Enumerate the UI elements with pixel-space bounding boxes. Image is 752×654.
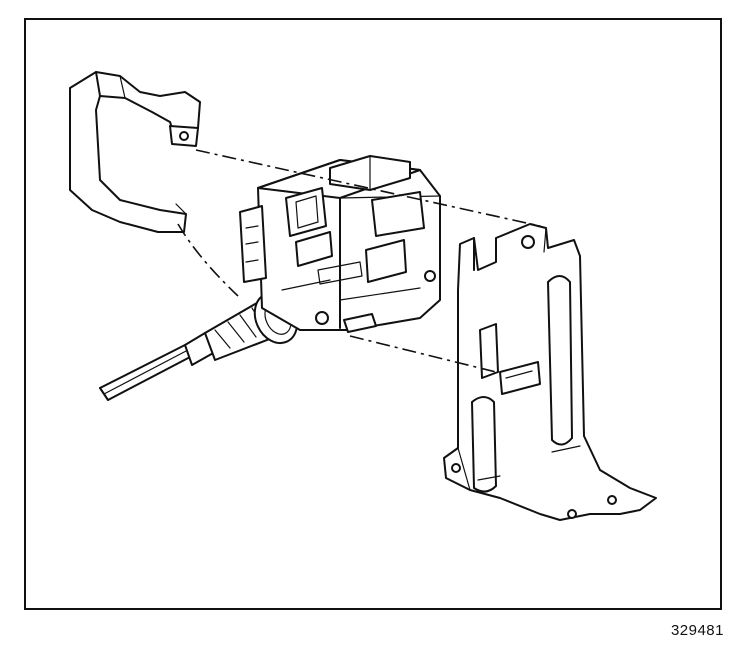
alignment-lines [177,149,541,373]
actuator-module [239,155,441,333]
mounting-bracket [443,223,657,521]
cable [99,344,193,401]
figure-id-label: 329481 [670,622,724,639]
cover-shield [69,71,201,233]
